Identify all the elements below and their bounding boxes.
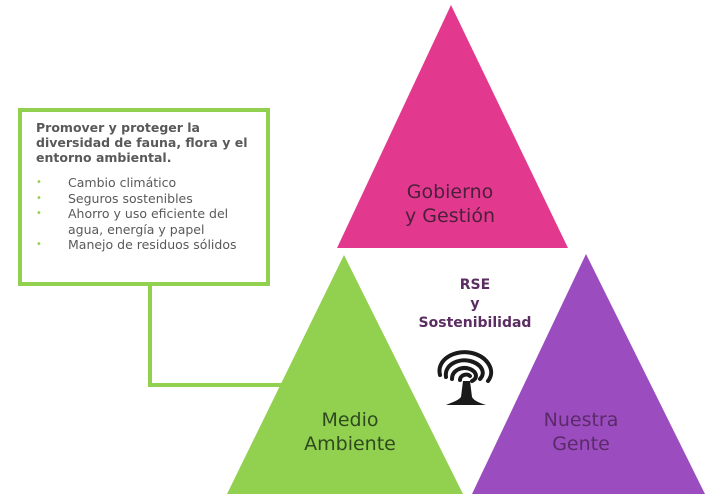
center-line2: y xyxy=(470,296,480,312)
triangle-nuestra-gente xyxy=(472,254,705,494)
label-gente-line1: Nuestra xyxy=(543,409,619,431)
triangle-gobierno xyxy=(337,5,568,248)
label-gente-line2: Gente xyxy=(552,433,610,455)
list-item: Seguros sostenibles xyxy=(36,191,254,207)
callout-list: Cambio climático Seguros sostenibles Aho… xyxy=(36,175,254,253)
label-gobierno-line1: Gobierno xyxy=(406,181,494,203)
list-item: Cambio climático xyxy=(36,175,254,191)
label-medio-line2: Ambiente xyxy=(304,433,396,455)
callout-connector-line xyxy=(148,286,287,387)
swirl-tree-icon xyxy=(437,350,494,405)
label-gobierno-line2: y Gestión xyxy=(405,205,495,227)
center-title: RSE y Sostenibilidad xyxy=(400,276,550,333)
label-gobierno: Gobierno y Gestión xyxy=(380,180,520,228)
list-item: Ahorro y uso eficiente del agua, energía… xyxy=(36,206,254,237)
callout-title: Promover y proteger la diversidad de fau… xyxy=(36,120,248,165)
label-medio-ambiente: Medio Ambiente xyxy=(270,408,430,456)
center-line1: RSE xyxy=(459,277,491,293)
center-line3: Sostenibilidad xyxy=(418,315,532,331)
label-medio-line1: Medio xyxy=(321,409,379,431)
triangle-medio-ambiente xyxy=(227,255,463,494)
list-item: Manejo de residuos sólidos xyxy=(36,237,254,253)
label-nuestra-gente: Nuestra Gente xyxy=(521,408,641,456)
callout-box: Promover y proteger la diversidad de fau… xyxy=(18,108,270,286)
